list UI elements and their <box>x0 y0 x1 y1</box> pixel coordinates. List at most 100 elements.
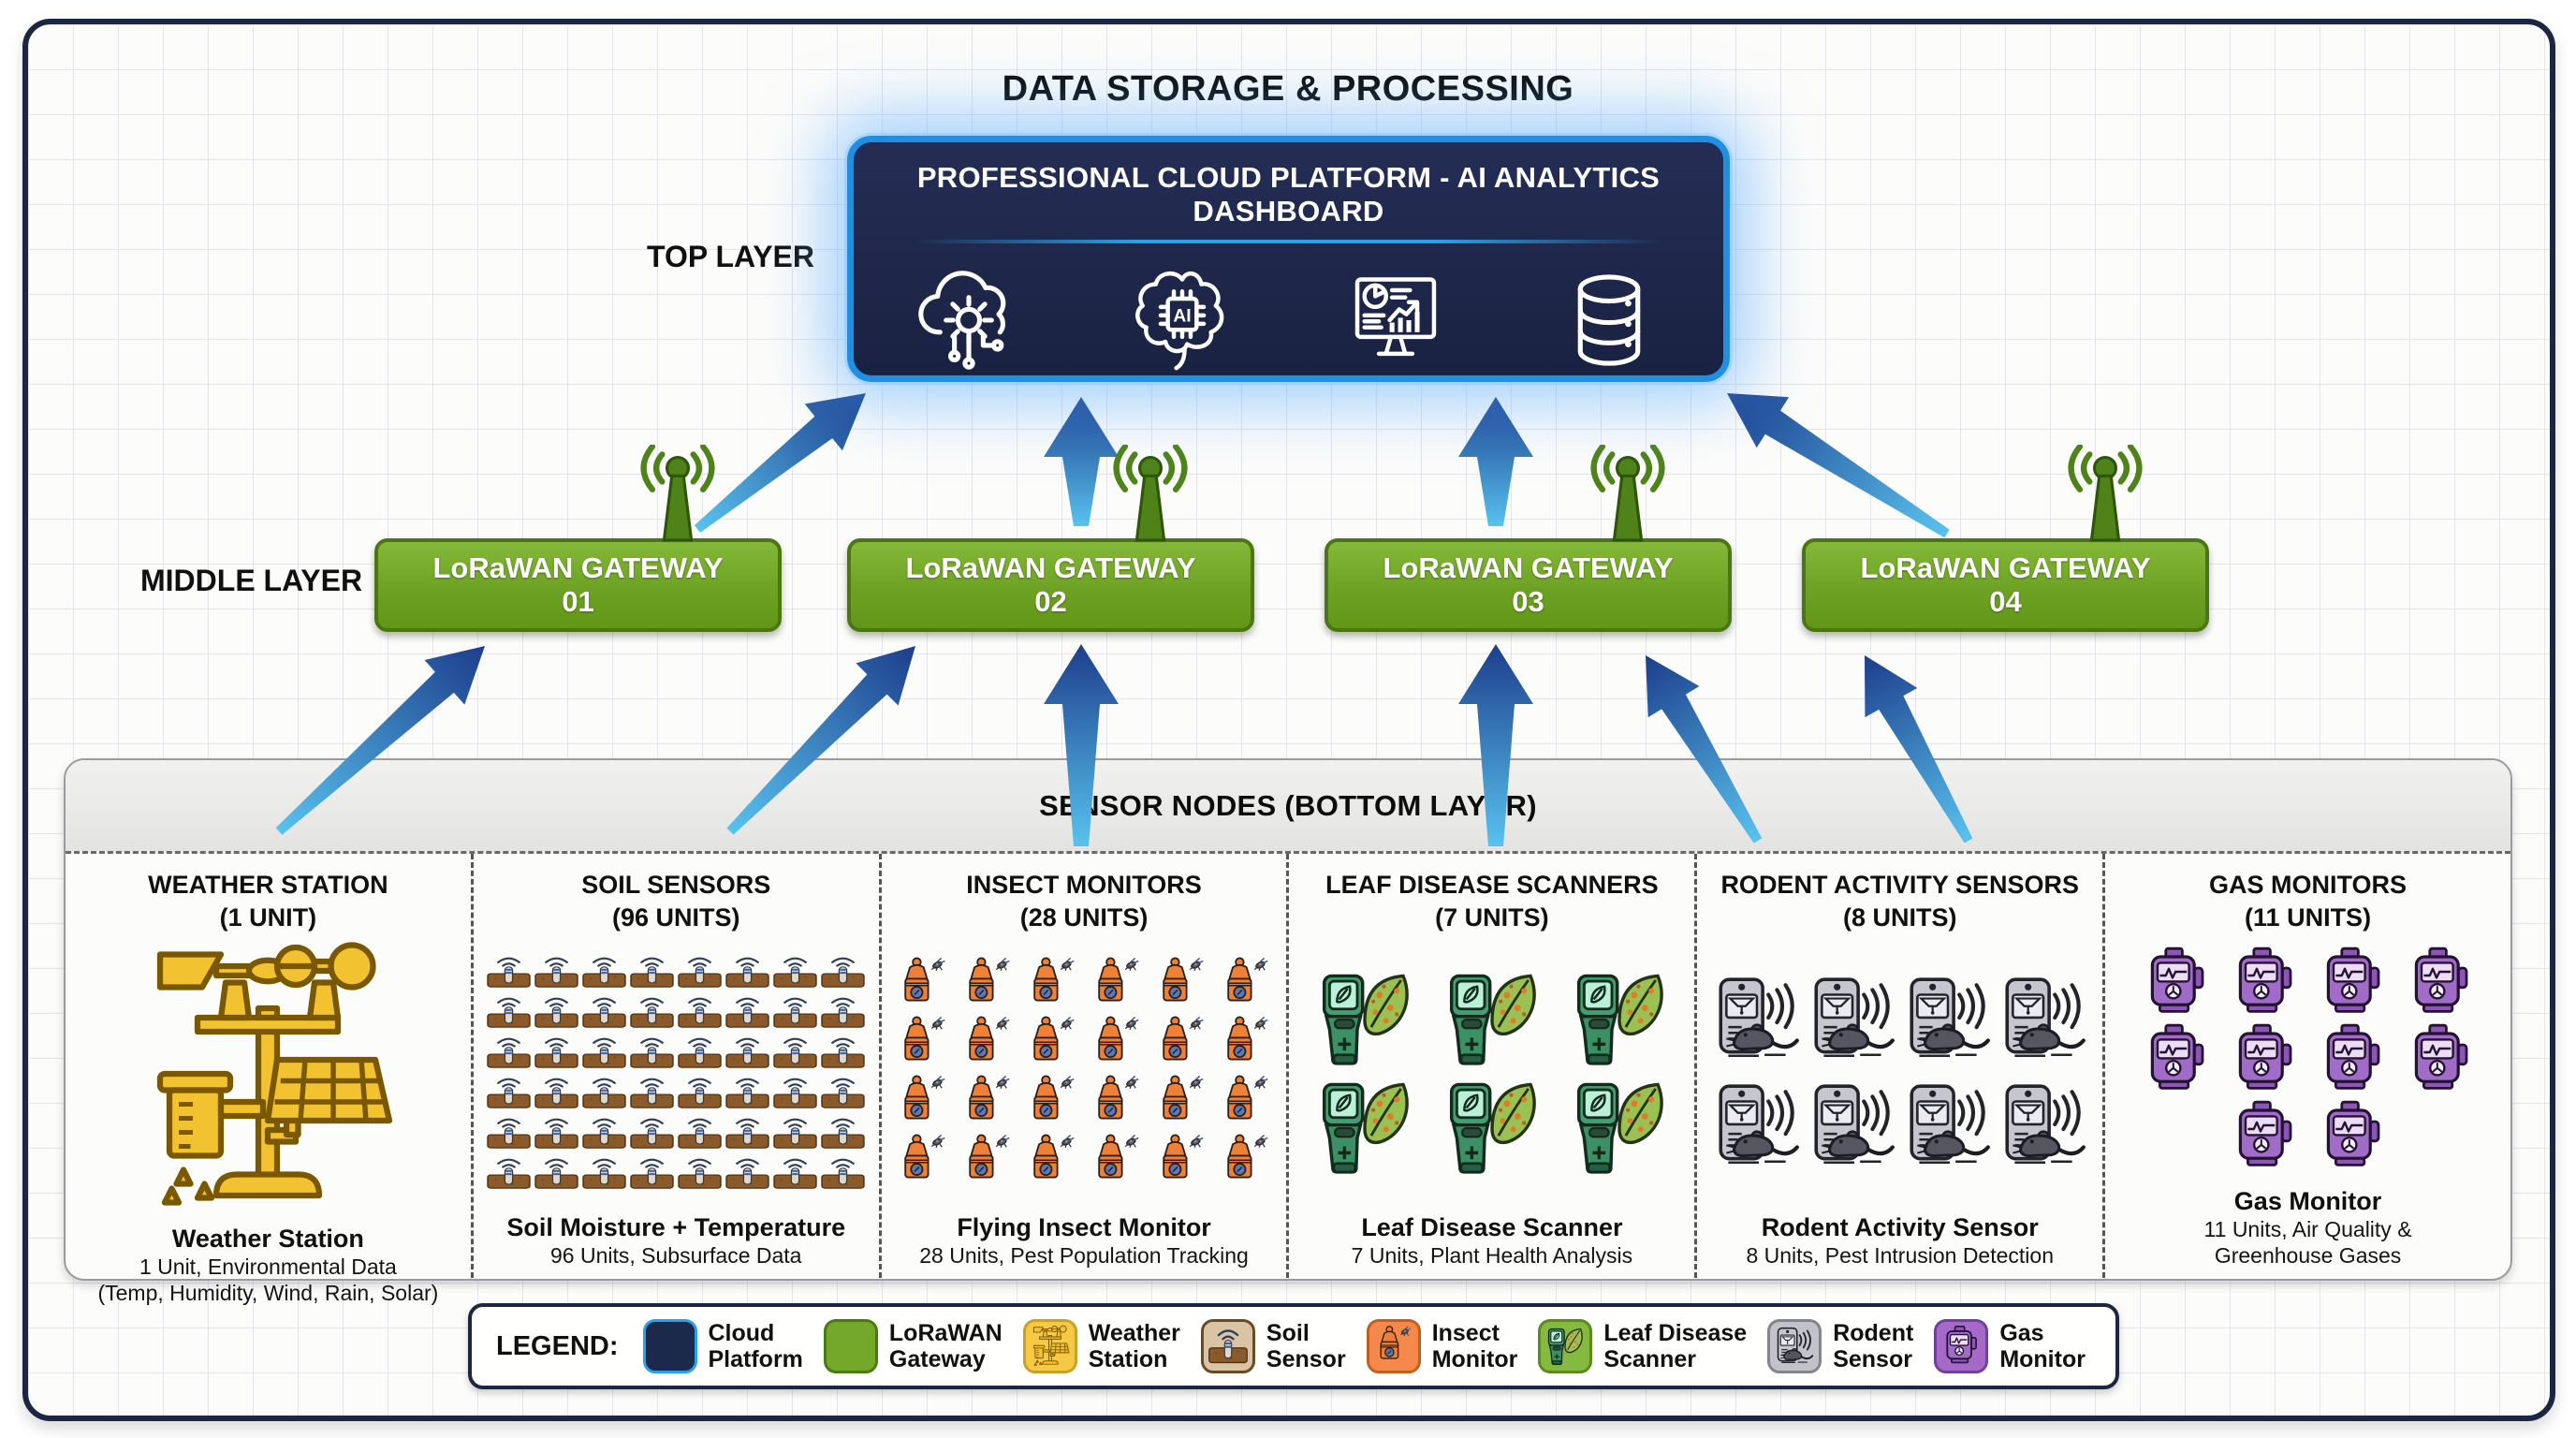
weather-station-column: WEATHER STATION (1 UNIT) Weather Station… <box>66 854 471 1305</box>
caption-line: 28 Units, Pest Population Tracking <box>919 1242 1249 1268</box>
sensor-nodes-section: SENSOR NODES (BOTTOM LAYER) WEATHER STAT… <box>64 758 2512 1305</box>
legend-item-label: Insect Monitor <box>1432 1320 1518 1372</box>
caption-line: 8 Units, Pest Intrusion Detection <box>1746 1242 2054 1268</box>
insect-monitors-column: INSECT MONITORS (28 UNITS) Flying Insect… <box>878 854 1287 1278</box>
soil-sensor-icon <box>821 1158 866 1190</box>
column-heading: SOIL SENSORS <box>581 871 771 899</box>
lorawan-gateway-02: LoRaWAN GATEWAY 02 <box>847 538 1254 632</box>
rodent-sensor-icon <box>1709 1074 1805 1179</box>
gateway-name: LoRaWAN GATEWAY <box>432 551 724 585</box>
gas-monitor-icon <box>2238 1023 2292 1091</box>
leaf-scanner-icon <box>1428 1074 1556 1181</box>
gateway-id: 01 <box>562 585 594 618</box>
rodent-sensor-icon <box>1996 967 2091 1072</box>
soil-sensors-column: SOIL SENSORS (96 UNITS) Soil Moisture + … <box>470 854 879 1278</box>
leaf-disease-scanners-column: LEAF DISEASE SCANNERS (7 UNITS) Leaf Dis… <box>1286 854 1694 1278</box>
soil-sensor-icon <box>487 997 532 1029</box>
insect-monitor-icon <box>969 1016 1011 1061</box>
legend-line: Monitor <box>1431 1346 1518 1372</box>
cloud-platform-title: PROFESSIONAL CLOUD PLATFORM - AI ANALYTI… <box>916 161 1661 227</box>
legend-line: Sensor <box>1266 1346 1346 1372</box>
sensor-section-header: SENSOR NODES (BOTTOM LAYER) <box>66 760 2510 854</box>
legend-item-label: Gas Monitor <box>1999 1320 2086 1372</box>
cloud-icon-row <box>854 260 1723 380</box>
legend-item-rodent-sensor: Rodent Sensor <box>1767 1319 1913 1373</box>
caption-line: 7 Units, Plant Health Analysis <box>1351 1242 1633 1268</box>
diagram-title: DATA STORAGE & PROCESSING <box>1002 69 1574 109</box>
caption-title: Soil Moisture + Temperature <box>506 1212 846 1241</box>
soil-sensor-icon <box>487 1078 532 1109</box>
legend-line: Leaf Disease <box>1603 1320 1748 1346</box>
leaf-scanner-icon <box>1428 965 1556 1072</box>
insect-monitor-icon <box>1033 957 1076 1002</box>
soil-sensor-icon <box>678 1158 723 1190</box>
legend-line: Gateway <box>888 1346 986 1372</box>
leaf-scanner-icon <box>1548 1328 1584 1366</box>
column-heading: GAS MONITORS <box>2209 871 2408 899</box>
legend-line: Station <box>1088 1346 1168 1372</box>
analytics-dashboard-icon <box>1336 260 1456 380</box>
gateway-name: LoRaWAN GATEWAY <box>1860 551 2151 585</box>
insect-monitor-icon <box>969 1075 1011 1120</box>
gas-monitor-icon-grid <box>2132 938 2484 1181</box>
rodent-sensor-icon <box>1709 967 1805 1072</box>
column-units: (96 UNITS) <box>611 903 740 932</box>
soil-sensor-icon <box>678 1037 723 1069</box>
insect-monitor-icon <box>1033 1016 1076 1061</box>
insect-monitor-icon <box>904 957 946 1002</box>
legend-item-insect-monitor: Insect Monitor <box>1366 1319 1518 1373</box>
soil-sensor-icon <box>725 957 770 989</box>
rodent-sensor-icon <box>1805 967 1900 1072</box>
soil-sensor-icon <box>678 1078 723 1109</box>
legend-item-cloud-platform: Cloud Platform <box>642 1319 803 1373</box>
soil-sensor-icon <box>773 1037 818 1069</box>
cloud-platform-swatch <box>642 1319 697 1373</box>
column-heading: LEAF DISEASE SCANNERS <box>1325 871 1659 899</box>
soil-sensor-icon <box>678 997 723 1029</box>
legend-item-label: Rodent Sensor <box>1833 1320 1913 1372</box>
caption-line: 11 Units, Air Quality & <box>2203 1216 2412 1241</box>
legend-line: Monitor <box>1999 1346 2086 1372</box>
soil-sensor-icon <box>582 1158 627 1190</box>
soil-sensor-icon <box>725 1078 770 1109</box>
caption-line: 1 Unit, Environmental Data <box>139 1255 397 1280</box>
soil-sensor-icon <box>725 1037 770 1069</box>
soil-sensor-icon <box>534 1078 579 1109</box>
caption-title: Flying Insect Monitor <box>957 1212 1211 1241</box>
legend-line: Gas <box>1999 1320 2044 1346</box>
gas-monitor-icon <box>2326 1100 2380 1167</box>
gas-monitor-icon <box>2238 946 2292 1014</box>
weather-station-icon-grid <box>123 938 413 1219</box>
weather-station-icon <box>1032 1325 1070 1366</box>
gas-monitor-icon <box>2326 946 2380 1014</box>
soil-sensor-icon <box>630 1037 675 1069</box>
weather-station-icon <box>123 938 413 1219</box>
legend-line: Soil <box>1266 1320 1310 1346</box>
caption-line: Greenhouse Gases <box>2214 1242 2402 1268</box>
soil-sensor-icon <box>1208 1329 1249 1364</box>
column-units: (11 UNITS) <box>2245 903 2372 932</box>
gas-monitor-icon <box>2238 1100 2292 1167</box>
legend-label: LEGEND: <box>496 1330 619 1361</box>
soil-sensor-icon <box>821 957 866 989</box>
column-heading: RODENT ACTIVITY SENSORS <box>1720 871 2079 899</box>
gas-monitor-icon <box>1946 1325 1978 1364</box>
soil-sensor-icon <box>534 997 579 1029</box>
legend-item-soil-sensor: Soil Sensor <box>1200 1319 1346 1373</box>
soil-sensor-icon <box>582 1037 627 1069</box>
insect-monitor-icon <box>1227 1075 1269 1120</box>
leaf-disease-scanner-swatch <box>1538 1319 1593 1373</box>
soil-sensor-icon <box>725 1158 770 1190</box>
rodent-sensor-icon <box>1805 1074 1900 1179</box>
legend-item-label: Cloud Platform <box>709 1320 803 1372</box>
legend-line: Insect <box>1431 1320 1500 1346</box>
cloud-processing-icon <box>909 260 1029 380</box>
weather-station-swatch <box>1022 1319 1077 1373</box>
legend-line: Weather <box>1088 1320 1180 1346</box>
legend-item-label: Weather Station <box>1089 1320 1180 1372</box>
column-heading: WEATHER STATION <box>148 871 388 899</box>
ai-brain-chip-icon <box>1122 260 1242 380</box>
soil-sensor-icon <box>821 1037 866 1069</box>
soil-sensor-icon <box>630 997 675 1029</box>
gas-monitor-icon <box>2150 1023 2204 1091</box>
